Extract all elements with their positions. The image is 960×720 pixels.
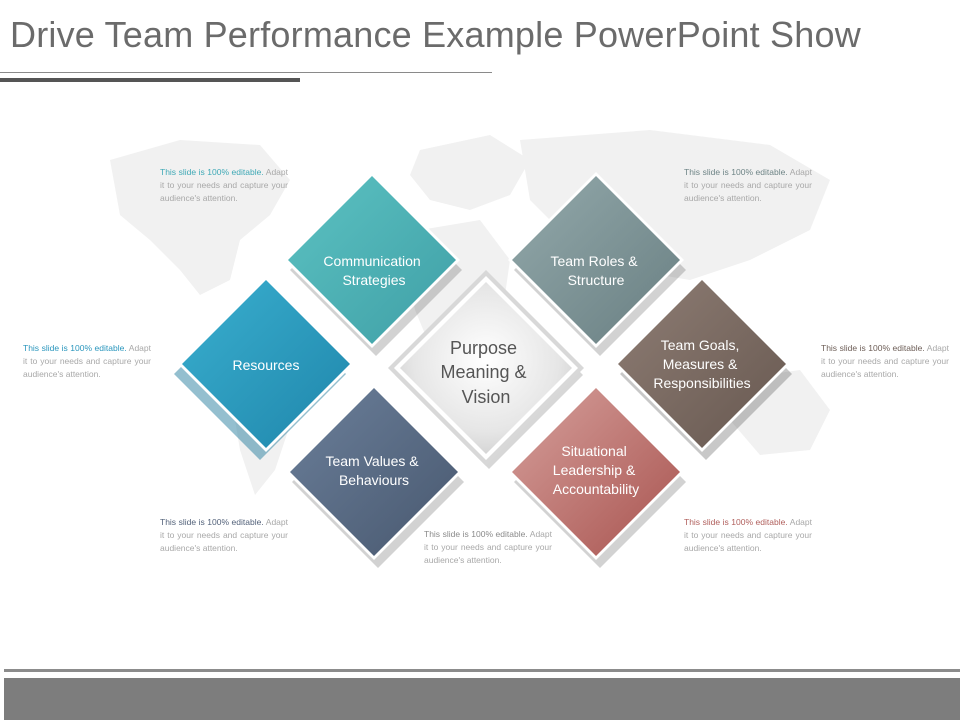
note-lead: This slide is 100% editable. <box>684 167 788 177</box>
note-lead: This slide is 100% editable. <box>424 529 528 539</box>
note-lead: This slide is 100% editable. <box>160 167 264 177</box>
note-rest: Adapt it to your needs and capture your … <box>684 167 812 203</box>
note-rest: Adapt it to your needs and capture your … <box>160 167 288 203</box>
diamond-label-line: Behaviours <box>339 472 409 488</box>
note-lead: This slide is 100% editable. <box>821 343 925 353</box>
center-label-line: Purpose <box>450 338 517 358</box>
center-label-line: Vision <box>462 387 511 407</box>
diamond-label-line: Measures & <box>663 356 738 372</box>
svg-text:Situational Leadership &: Situational Leadership & Accountability <box>553 443 639 497</box>
note-communication: This slide is 100% editable. Adapt it to… <box>160 166 288 205</box>
slide-title: Drive Team Performance Example PowerPoin… <box>10 14 861 55</box>
note-center: This slide is 100% editable. Adapt it to… <box>424 528 552 567</box>
diamond-communication-strategies: Communication Strategies <box>284 172 462 356</box>
footer-rule <box>4 669 960 672</box>
diamond-label-line: Strategies <box>342 272 405 288</box>
diamond-team-roles-structure: Team Roles & Structure <box>508 172 686 356</box>
diamond-label-line: Leadership & <box>553 462 636 478</box>
note-lead: This slide is 100% editable. <box>684 517 788 527</box>
note-rest: Adapt it to your needs and capture your … <box>23 343 151 379</box>
diamond-team-goals: Team Goals, Measures & Responsibilities <box>614 276 792 460</box>
note-rest: Adapt it to your needs and capture your … <box>160 517 288 553</box>
diamond-team-values-behaviours: Team Values & Behaviours <box>286 384 464 568</box>
diamond-label-line: Team Values & <box>325 453 419 469</box>
title-rule-thin <box>0 72 492 73</box>
note-rest: Adapt it to your needs and capture your … <box>821 343 949 379</box>
note-leadership: This slide is 100% editable. Adapt it to… <box>684 516 812 555</box>
svg-text:Team Goals, Measures &: Team Goals, Measures & Responsibilities <box>653 337 750 391</box>
diamond-label-line: Structure <box>568 272 625 288</box>
diamond-label-line: Situational <box>561 443 626 459</box>
diamond-resources: Resources <box>174 276 354 460</box>
svg-text:Purpose Meaning &: Purpose Meaning & Vision <box>440 338 531 407</box>
center-label-line: Meaning & <box>440 362 526 382</box>
note-goals: This slide is 100% editable. Adapt it to… <box>821 342 949 381</box>
svg-text:Team Values & Behaviours: Team Values & Behaviours <box>325 453 422 488</box>
diamond-situational-leadership: Situational Leadership & Accountability <box>508 384 686 568</box>
diamond-label-line: Resources <box>233 357 300 373</box>
svg-text:Team Roles & Structure: Team Roles & Structure <box>550 253 641 288</box>
note-rest: Adapt it to your needs and capture your … <box>424 529 552 565</box>
diamond-label-line: Accountability <box>553 481 639 497</box>
diamond-label-line: Team Roles & <box>550 253 638 269</box>
diamond-label-line: Team Goals, <box>661 337 740 353</box>
note-resources: This slide is 100% editable. Adapt it to… <box>23 342 151 381</box>
note-roles: This slide is 100% editable. Adapt it to… <box>684 166 812 205</box>
diamond-label-line: Responsibilities <box>653 375 750 391</box>
note-rest: Adapt it to your needs and capture your … <box>684 517 812 553</box>
note-lead: This slide is 100% editable. <box>160 517 264 527</box>
footer-band <box>4 678 960 720</box>
note-lead: This slide is 100% editable. <box>23 343 127 353</box>
svg-text:Communication Strategies: Communication Strategies <box>323 253 424 288</box>
note-values: This slide is 100% editable. Adapt it to… <box>160 516 288 555</box>
diamond-label-line: Communication <box>323 253 420 269</box>
svg-text:Resources: Resources <box>233 357 300 373</box>
diamond-purpose-meaning-vision: Purpose Meaning & Vision <box>388 270 584 469</box>
title-rule-thick <box>0 78 300 82</box>
